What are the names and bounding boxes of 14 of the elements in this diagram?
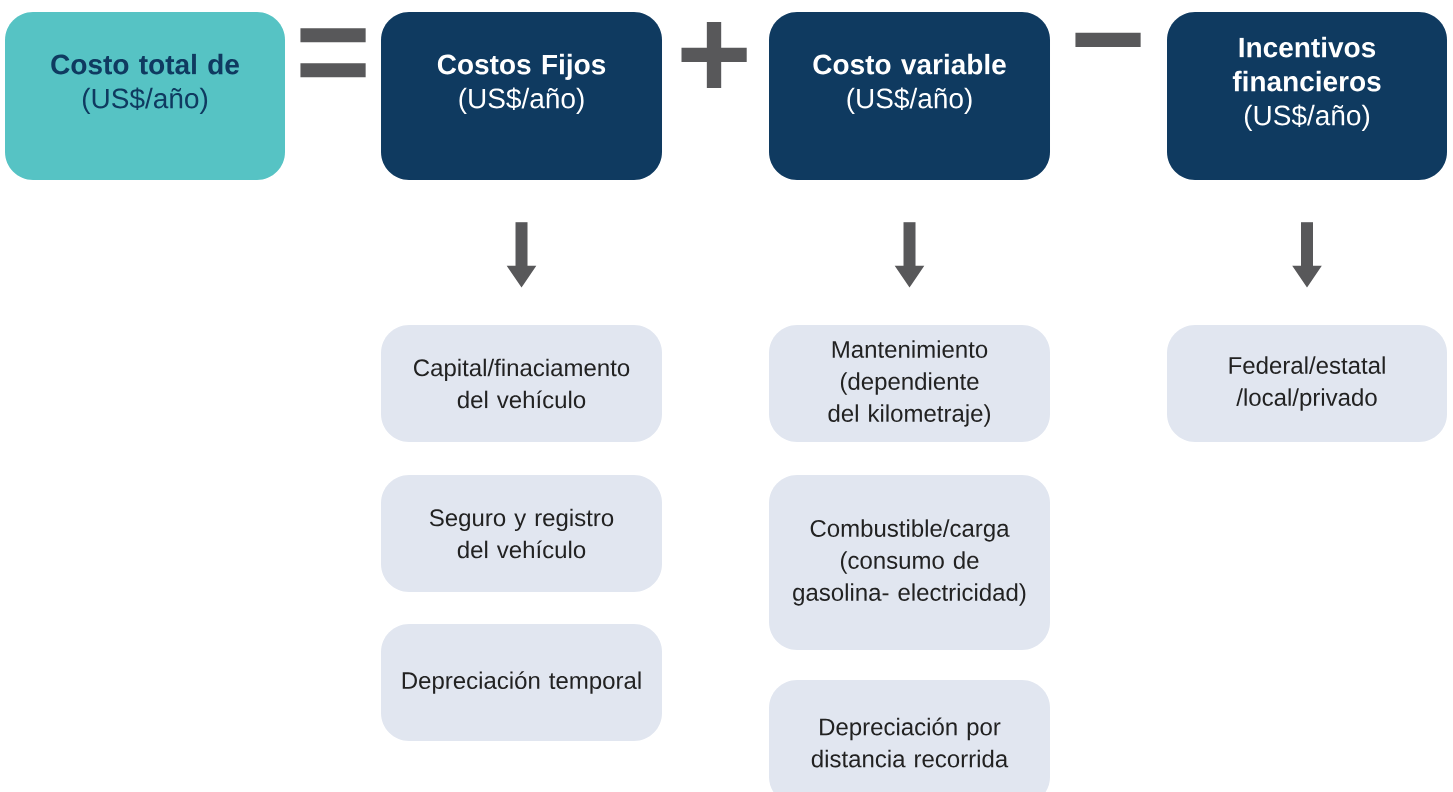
item-box: Combustible/carga (consumo de gasolina- electricidad) [769,475,1050,650]
operator-sign: + [681,21,747,88]
item-box: Capital/finaciamento del vehículo [381,325,662,442]
item-box: Depreciación por distancia recorrida [769,680,1050,792]
operator-sign: = [300,28,366,78]
item-box: Mantenimiento (dependiente del kilometraje) [769,325,1050,442]
item-box: Depreciación temporal [381,624,662,741]
item-box: Seguro y registro del vehículo [381,475,662,592]
summary-box: Costo total de (US$/año) [5,12,285,180]
item-box: Federal/estatal /local/privado [1167,325,1447,442]
operator-sign: − [1075,32,1141,48]
category-box: Costo variable (US$/año) [769,12,1050,180]
category-box: Costos Fijos (US$/año) [381,12,662,180]
category-box: Incentivos financieros (US$/año) [1167,12,1447,180]
